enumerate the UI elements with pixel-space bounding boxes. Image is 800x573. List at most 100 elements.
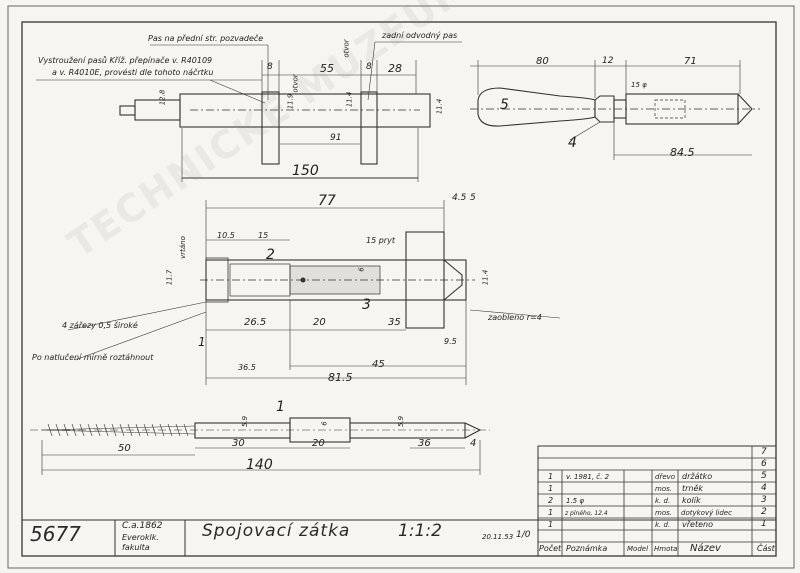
note-roztahnout: Po natlučení mírně roztáhnout: [32, 353, 154, 362]
dim-4-5: 4.5: [452, 193, 467, 203]
col-header-note: Poznámka: [566, 544, 608, 553]
dim-6b: 6: [320, 421, 329, 426]
dim-45: 45: [372, 359, 385, 370]
row-name: kolík: [682, 496, 701, 505]
part-label-1a: 1: [198, 335, 206, 349]
row-count: 1: [548, 484, 554, 493]
dim-11-7: 11.7: [165, 269, 174, 286]
row-note: v. 1981, č. 2: [566, 473, 610, 481]
row-note: 1.5 φ: [566, 497, 584, 505]
row-count: 1: [548, 520, 554, 529]
row-name: dotykový lidec: [681, 509, 732, 517]
part-label-5: 5: [500, 97, 509, 113]
drawing-date: 20.11.53: [482, 533, 514, 541]
dim-84-5: 84.5: [670, 146, 695, 159]
note-otvor-1: otvor: [291, 74, 300, 93]
inner-border: [21, 21, 777, 557]
dim-6: 6: [357, 267, 366, 272]
row-note: z plného, 12.4: [565, 510, 608, 517]
dim-20b: 20: [312, 438, 325, 449]
dim-91: 91: [330, 133, 342, 143]
dim-36-5: 36.5: [238, 363, 256, 372]
extra-part-6: 6: [761, 459, 767, 469]
part-label-2: 2: [266, 247, 275, 263]
inventory-number: C.a.1862: [122, 521, 163, 531]
dim-36: 36: [418, 438, 431, 449]
row-name: vřeteno: [682, 520, 713, 529]
col-header-count: Počet: [539, 544, 562, 553]
dim-4: 4: [470, 438, 477, 449]
dim-35: 35: [388, 317, 401, 328]
note-vystrizeni-2: a v. R4010E, provésti dle tohoto náčrtku: [52, 68, 214, 77]
dim-20: 20: [313, 317, 326, 328]
row-count: 1: [548, 472, 554, 481]
dim-11-9: 11.9: [286, 93, 295, 110]
note-rydlo: 15 pryt: [366, 236, 395, 245]
dim-11-4a: 11.4: [345, 91, 354, 108]
row-material: k. d.: [655, 521, 671, 529]
row-part: 1: [761, 519, 767, 529]
note-vrtano-1: vrtáno: [178, 236, 187, 259]
parts-table-grid: [538, 446, 776, 556]
row-material: dřevo: [655, 473, 676, 481]
row-name: trněk: [682, 484, 704, 493]
dim-11-4b: 11.4: [435, 98, 444, 115]
dim-5: 5: [470, 193, 476, 203]
dim-15-phi: 15 φ: [631, 81, 647, 89]
dim-77: 77: [318, 193, 336, 209]
row-material: mos.: [655, 509, 672, 517]
dim-12: 12: [602, 56, 614, 66]
row-part: 2: [761, 507, 767, 517]
dim-5-9b: 5.9: [397, 415, 406, 428]
part-label-3: 3: [362, 297, 371, 313]
dim-80: 80: [536, 56, 549, 67]
part-label-4: 4: [568, 135, 577, 151]
extra-part-7: 7: [761, 447, 767, 457]
row-count: 1: [548, 508, 554, 517]
dim-81-5: 81.5: [328, 371, 353, 384]
dim-71: 71: [684, 56, 697, 67]
dim-150: 150: [292, 163, 319, 179]
dim-8a: 8: [267, 62, 273, 72]
row-part: 4: [761, 483, 767, 493]
dim-12-8: 12.8: [158, 89, 167, 106]
dim-9-5: 9.5: [444, 337, 457, 346]
dim-55: 55: [320, 62, 334, 75]
row-count: 2: [548, 496, 554, 505]
row-name: držátko: [682, 472, 713, 481]
dim-26-5: 26.5: [244, 317, 267, 328]
part-label-1b: 1: [276, 399, 285, 415]
col-header-name: Název: [690, 543, 721, 554]
col-header-material: Hmota: [654, 545, 678, 553]
drawing-number: 5677: [30, 522, 81, 546]
dim-8b: 8: [366, 62, 372, 72]
faculty-line-1: Everoklk.: [122, 533, 159, 542]
dim-28: 28: [388, 62, 402, 75]
bottom-view: [30, 417, 490, 475]
dim-30: 30: [232, 438, 245, 449]
top-left-view: [36, 41, 462, 182]
dim-50: 50: [118, 443, 131, 454]
note-zaobleno: zaobleno r=4: [488, 313, 542, 322]
col-header-model: Model: [627, 545, 649, 553]
row-part: 5: [761, 471, 767, 481]
top-right-view: [470, 60, 760, 160]
dim-10-5: 10.5: [217, 231, 235, 240]
col-header-part: Část: [757, 544, 775, 553]
row-material: k. d.: [655, 497, 671, 505]
note-zadni-pas: zadní odvodný pas: [382, 31, 458, 40]
note-zarezy: 4 zářezy 0,5 široké: [62, 321, 138, 330]
row-part: 3: [761, 495, 767, 505]
dim-140: 140: [246, 457, 273, 473]
note-vystrizeni-1: Vystroužení pasů Kříž. přepínače v. R401…: [38, 56, 213, 65]
middle-view: [67, 200, 561, 385]
dim-5-9a: 5.9: [241, 415, 250, 428]
faculty-line-2: fakulta: [122, 543, 150, 552]
drawing-sheet-no: 1/0: [516, 530, 531, 540]
dim-15: 15: [258, 231, 269, 240]
dim-11-4c: 11.4: [481, 269, 490, 286]
row-material: mos.: [655, 485, 672, 493]
drawing-title: Spojovací zátka: [202, 521, 351, 541]
